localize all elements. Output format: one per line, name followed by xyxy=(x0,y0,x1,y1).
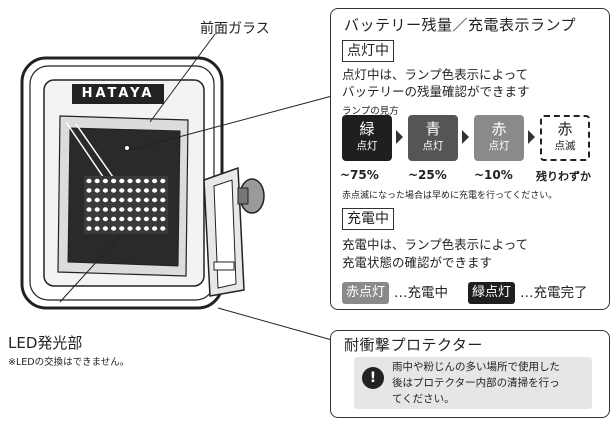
led-dot xyxy=(94,226,100,231)
led-dot xyxy=(94,188,100,193)
led-dot xyxy=(143,216,149,222)
led-dot xyxy=(102,178,108,184)
led-dot xyxy=(160,207,166,212)
led-dot xyxy=(111,216,117,222)
led-dot xyxy=(86,216,92,222)
led-dot xyxy=(143,226,149,231)
led-dot xyxy=(135,188,141,193)
arrow-icon xyxy=(528,130,535,144)
lit-description-2: バッテリーの残量確認ができます xyxy=(342,84,530,99)
led-dot xyxy=(135,216,141,222)
led-dot xyxy=(135,178,141,184)
lit-description-1: 点灯中は、ランプ色表示によって xyxy=(342,67,529,82)
led-dot xyxy=(160,188,166,193)
lamp-green-lit: 緑 点灯 xyxy=(342,115,392,161)
warning-text: 雨中や粉じんの多い場所で使用した 後はプロテクター内部の清掃を行っ てください。 xyxy=(392,361,560,405)
level-red-blink: 残りわずか xyxy=(536,170,591,183)
lamp-blue-lit: 青 点灯 xyxy=(408,115,458,161)
led-dot xyxy=(111,226,117,231)
lamp-red-blink: 赤 点滅 xyxy=(540,115,590,161)
led-dot xyxy=(127,197,133,203)
protector-panel-title: 耐衝撃プロテクター xyxy=(344,336,483,354)
led-dot xyxy=(119,226,125,231)
led-dot xyxy=(119,178,125,184)
logo: HATAYA xyxy=(81,86,155,101)
led-dot xyxy=(127,188,133,193)
done-badge: 緑点灯 xyxy=(468,282,516,304)
led-dot xyxy=(143,188,149,193)
charge-description-2: 充電状態の確認ができます xyxy=(342,255,493,270)
led-dot xyxy=(119,188,125,193)
led-dot xyxy=(135,207,141,212)
led-dot xyxy=(86,226,92,231)
led-dot xyxy=(94,178,100,184)
led-dot xyxy=(102,216,108,222)
led-dot xyxy=(86,197,92,203)
led-dot xyxy=(86,207,92,212)
led-dot xyxy=(119,216,125,222)
led-dot xyxy=(143,197,149,203)
lamp-red-lit: 赤 点灯 xyxy=(474,115,524,161)
led-dot xyxy=(152,188,158,193)
level-red: ~10% xyxy=(474,168,513,182)
led-dot xyxy=(86,178,92,184)
led-dot xyxy=(160,216,166,222)
led-dot xyxy=(94,207,100,212)
arrow-icon xyxy=(396,130,403,144)
blink-note: 赤点滅になった場合は早めに充電を行ってください。 xyxy=(342,191,558,201)
led-dot xyxy=(102,226,108,231)
led-dot xyxy=(119,207,125,212)
led-dot xyxy=(127,207,133,212)
done-label: …充電完了 xyxy=(520,285,588,301)
led-dot xyxy=(102,197,108,203)
warning-box xyxy=(354,357,592,409)
lamp-guide-label: ランプの見方 xyxy=(342,106,399,117)
led-dot xyxy=(111,197,117,203)
led-dot xyxy=(127,226,133,231)
charging-badge: 赤点灯 xyxy=(342,282,390,304)
led-dot xyxy=(152,216,158,222)
led-array xyxy=(86,178,166,231)
led-dot xyxy=(143,207,149,212)
led-dot xyxy=(135,226,141,231)
led-dot xyxy=(160,197,166,203)
led-dot xyxy=(127,216,133,222)
level-green: ~75% xyxy=(340,168,379,182)
led-dot xyxy=(94,197,100,203)
led-dot xyxy=(160,178,166,184)
charging-label: …充電中 xyxy=(394,285,448,301)
led-dot xyxy=(135,197,141,203)
led-dot xyxy=(127,178,133,184)
led-dot xyxy=(86,188,92,193)
led-dot xyxy=(152,178,158,184)
charge-description-1: 充電中は、ランプ色表示によって xyxy=(342,237,529,252)
led-dot xyxy=(152,226,158,231)
led-dot xyxy=(111,188,117,193)
led-dot xyxy=(102,188,108,193)
lit-tag: 点灯中 xyxy=(342,40,394,62)
led-note: ※LEDの交換はできません。 xyxy=(8,357,130,368)
led-dot xyxy=(160,226,166,231)
level-blue: ~25% xyxy=(408,168,447,182)
led-dot xyxy=(102,207,108,212)
led-dot xyxy=(119,197,125,203)
led-dot xyxy=(111,178,117,184)
led-dot xyxy=(94,216,100,222)
led-dot xyxy=(143,178,149,184)
led-dot xyxy=(152,197,158,203)
front-glass-label: 前面ガラス xyxy=(200,21,270,37)
arrow-icon xyxy=(462,130,469,144)
battery-panel-title: バッテリー残量／充電表示ランプ xyxy=(344,16,577,34)
led-dot xyxy=(152,207,158,212)
led-dot xyxy=(111,207,117,212)
charge-tag: 充電中 xyxy=(342,208,394,230)
exclamation-icon: ! xyxy=(362,367,384,389)
led-label: LED発光部 xyxy=(8,334,83,352)
